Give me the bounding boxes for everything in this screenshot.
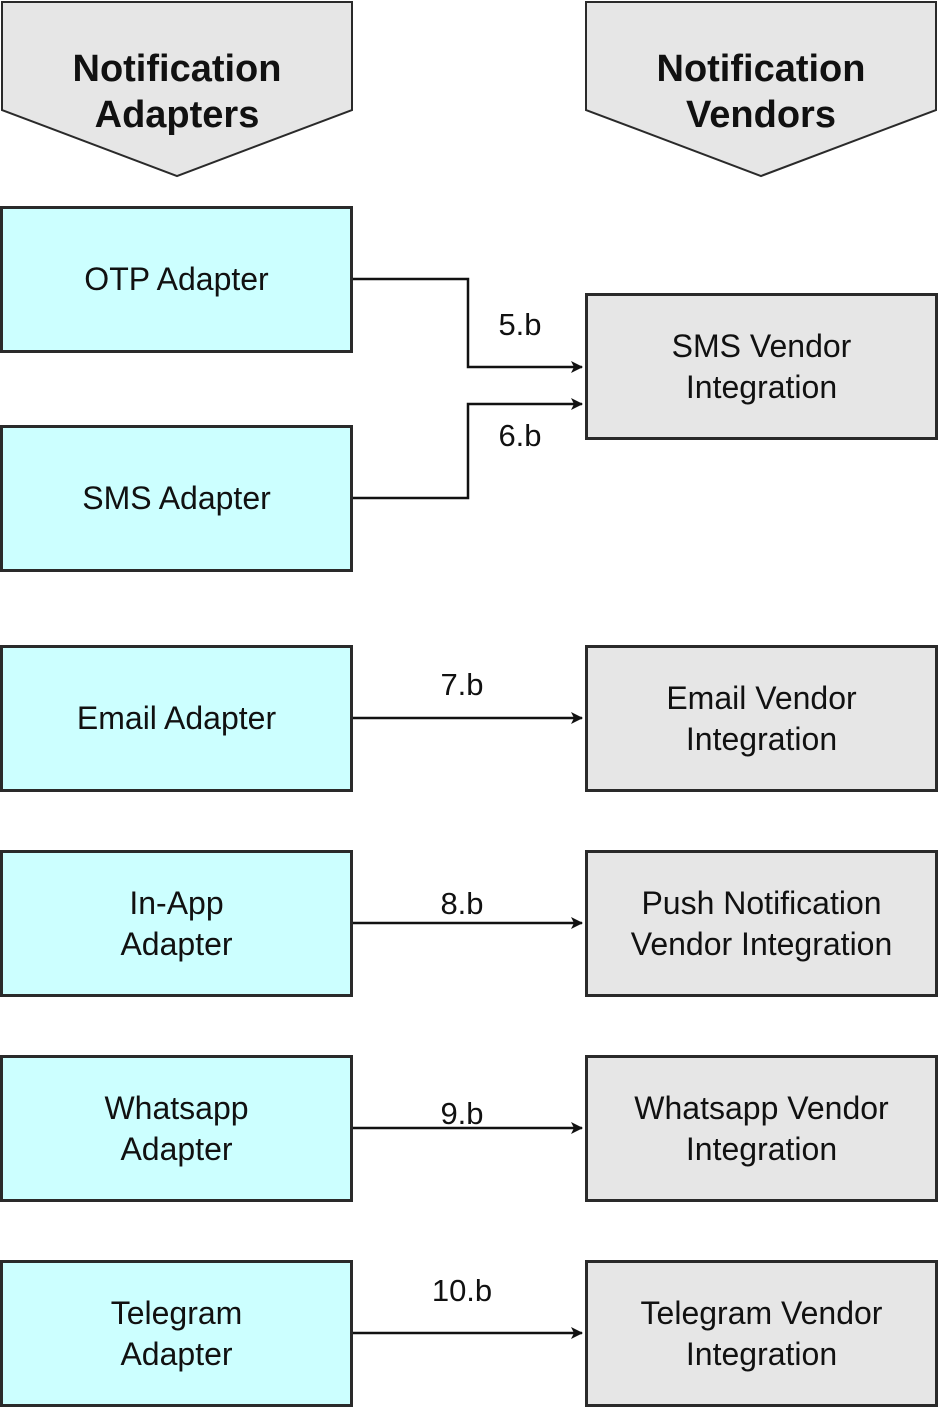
whatsapp-adapter-label-line-1: Whatsapp [104,1089,249,1126]
header-adapters-line-2: Adapters [94,94,260,136]
email-adapter-label: Email Adapter [76,700,277,736]
telegram-vendor-label-line-2: Integration [685,1335,838,1372]
whatsapp-vendor-label-line-2: Integration [685,1130,838,1167]
otp-adapter-box[interactable]: OTP Adapter [0,206,353,353]
telegram-adapter-box[interactable]: Telegram Adapter [0,1260,353,1407]
email-vendor-label-line-1: Email Vendor [666,679,857,716]
edge-label-10b: 10.b [431,1273,493,1308]
inapp-adapter-label-line-1: In-App [129,884,224,921]
email-vendor-integration-box[interactable]: Email Vendor Integration [585,645,938,792]
header-vendors-line-1: Notification [656,48,866,90]
edge-otp-to-sms-vendor [352,277,583,373]
telegram-vendor-integration-box[interactable]: Telegram Vendor Integration [585,1260,938,1407]
email-vendor-label-line-2: Integration [685,720,838,757]
header-adapters-line-1: Notification [72,48,282,90]
header-notification-adapters: Notification Adapters [2,40,352,144]
push-notification-vendor-integration-box[interactable]: Push Notification Vendor Integration [585,850,938,997]
whatsapp-adapter-box[interactable]: Whatsapp Adapter [0,1055,353,1202]
otp-adapter-label: OTP Adapter [84,261,269,297]
edge-label-5b: 5.b [498,307,542,342]
push-vendor-label-line-1: Push Notification [641,884,882,921]
whatsapp-vendor-integration-box[interactable]: Whatsapp Vendor Integration [585,1055,938,1202]
sms-adapter-box[interactable]: SMS Adapter [0,425,353,572]
sms-vendor-label-line-1: SMS Vendor [671,327,852,364]
email-adapter-box[interactable]: Email Adapter [0,645,353,792]
edge-label-9b: 9.b [440,1096,484,1131]
header-vendors-shape [585,1,937,178]
telegram-vendor-label-line-1: Telegram Vendor [640,1294,883,1331]
edge-label-7b: 7.b [440,667,484,702]
header-vendors-line-2: Vendors [686,94,836,136]
header-adapters-shape [1,1,353,178]
whatsapp-adapter-label-line-2: Adapter [120,1130,233,1167]
telegram-adapter-label-line-1: Telegram [110,1294,243,1331]
inapp-adapter-label-line-2: Adapter [120,925,233,962]
sms-vendor-integration-box[interactable]: SMS Vendor Integration [585,293,938,440]
header-notification-vendors: Notification Vendors [586,40,936,144]
whatsapp-vendor-label-line-1: Whatsapp Vendor [634,1089,889,1126]
edge-sms-to-sms-vendor [352,398,583,500]
edge-label-6b: 6.b [498,418,542,453]
edge-label-8b: 8.b [440,886,484,921]
push-vendor-label-line-2: Vendor Integration [630,925,893,962]
sms-adapter-label: SMS Adapter [82,480,271,516]
telegram-adapter-label-line-2: Adapter [120,1335,233,1372]
inapp-adapter-box[interactable]: In-App Adapter [0,850,353,997]
sms-vendor-label-line-2: Integration [685,368,838,405]
